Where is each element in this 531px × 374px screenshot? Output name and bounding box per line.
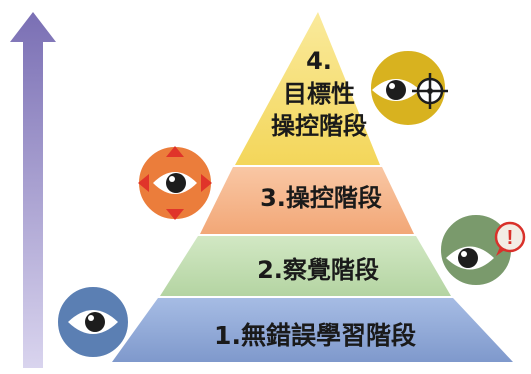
level-4-label-line-1: 目標性 (283, 80, 355, 108)
level-3-band (200, 167, 414, 234)
level-2-label: 2.察覺階段 (257, 256, 379, 284)
level-4-label-line-2: 操控階段 (271, 112, 367, 140)
target-eye-badge-level-4 (369, 49, 448, 127)
eye-icon (446, 246, 494, 270)
level-3-label: 3.操控階段 (260, 184, 382, 212)
eye-icon (153, 172, 197, 194)
level-4-band (235, 12, 380, 165)
crosshair-icon (412, 73, 448, 109)
eye-icon (372, 79, 420, 101)
exclamation-bubble-icon: ! (494, 221, 526, 256)
level-4-number: 4. (306, 47, 332, 75)
level-1-band (112, 298, 513, 362)
upward-arrow (10, 12, 56, 368)
level-1-label: 1.無錯誤學習階段 (214, 321, 416, 350)
eye-badge-level-1 (56, 285, 130, 359)
direction-arrows-icon (138, 146, 212, 220)
eye-icon (68, 310, 118, 334)
alert-eye-badge-level-2: ! (439, 213, 526, 287)
exclamation-mark: ! (507, 227, 514, 249)
level-2-band (160, 236, 451, 296)
control-eye-badge-level-3 (137, 145, 213, 221)
